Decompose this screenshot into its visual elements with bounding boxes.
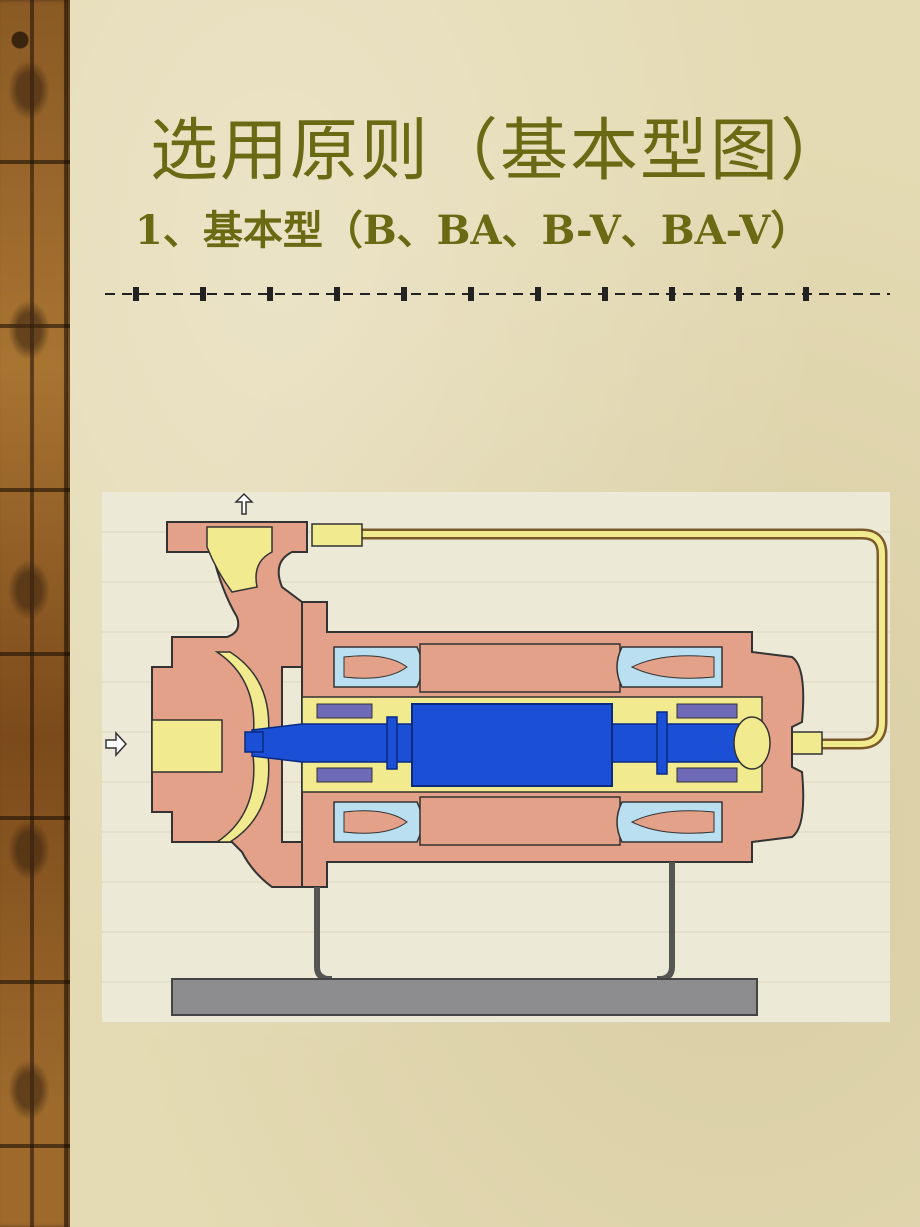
base-plate	[171, 978, 758, 1016]
rotor-core	[411, 703, 613, 787]
rear-bearing-bottom	[676, 767, 738, 783]
front-bearing-bottom	[316, 767, 373, 783]
slide-title: 选用原则（基本型图）	[150, 112, 851, 191]
volute-passage	[206, 526, 273, 593]
outlet-arrow-icon	[234, 492, 254, 515]
pump-casing	[151, 521, 308, 888]
leaf-ornament	[8, 60, 50, 120]
slide-subtitle: 1、基本型（B、BA、B-V、BA-V）	[135, 207, 811, 254]
decorative-side-strip	[0, 0, 70, 1227]
canned-motor-pump-diagram	[102, 492, 890, 1022]
inlet-arrow-icon	[105, 731, 128, 757]
impeller	[214, 651, 270, 843]
leaf-ornament	[8, 820, 50, 880]
leaf-ornament	[8, 560, 50, 620]
stator-core-top	[419, 643, 621, 693]
suction-inlet	[151, 719, 223, 773]
dashed-divider	[105, 287, 890, 301]
pipe-fitting	[311, 523, 363, 547]
leaf-ornament	[8, 300, 50, 360]
leaf-ornament	[8, 1060, 50, 1120]
front-bearing-top	[316, 703, 373, 719]
shaft-collar	[386, 716, 398, 770]
rear-bearing-top	[676, 703, 738, 719]
stator-core-bottom	[419, 796, 621, 846]
rear-cap	[733, 716, 771, 770]
impeller-nut	[244, 731, 264, 753]
shaft-collar	[656, 711, 668, 775]
